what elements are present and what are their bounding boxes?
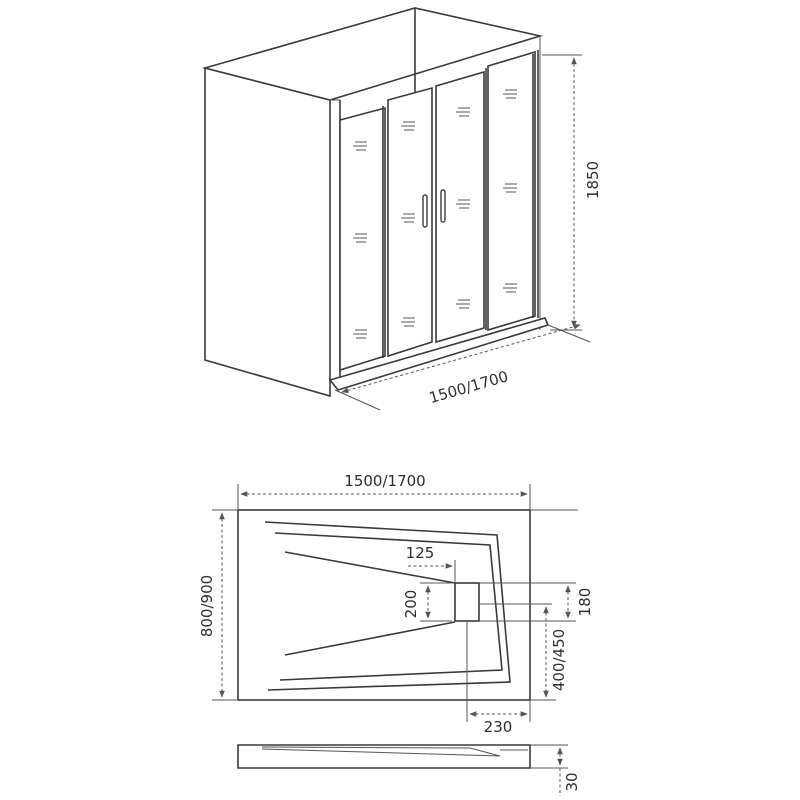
drain-edge-label: 400/450: [550, 629, 568, 691]
tray-side-view: 30: [237, 744, 581, 796]
thickness-label: 30: [563, 772, 581, 791]
drain-offset-label: 125: [406, 544, 435, 562]
fixed-panel-left: [339, 106, 386, 372]
tray-side-slope: [261, 746, 501, 757]
fixed-panel-right: [487, 50, 536, 332]
drain-channel: [454, 582, 480, 622]
tray-plan-view: 1500/1700 800/900 125 200 180 400/450 23…: [198, 472, 594, 736]
plan-depth-label: 800/900: [198, 575, 216, 637]
left-wall: [204, 66, 331, 398]
width-extension-right: [547, 324, 591, 343]
tray-outline: [237, 509, 531, 701]
drain-height-label: 200: [402, 590, 420, 619]
handle-icon: [422, 194, 428, 228]
width-dimension-line: [341, 324, 581, 393]
height-label: 1850: [584, 161, 602, 199]
drain-side-label: 230: [484, 718, 513, 736]
handle-icon: [440, 189, 446, 223]
tray-slope-upper: [284, 551, 456, 584]
plan-width-label: 1500/1700: [344, 472, 425, 490]
drain-width-label: 180: [576, 588, 594, 617]
tray-slope-top: [264, 521, 511, 691]
tray-slope-inner: [274, 532, 503, 681]
width-label: 1500/1700: [427, 367, 510, 407]
tray-side-profile: [237, 744, 531, 769]
enclosure-3d-view: 1850 1500/1700: [201, 7, 602, 411]
width-extension-left: [334, 389, 381, 411]
tray-slope-lower: [284, 621, 456, 656]
